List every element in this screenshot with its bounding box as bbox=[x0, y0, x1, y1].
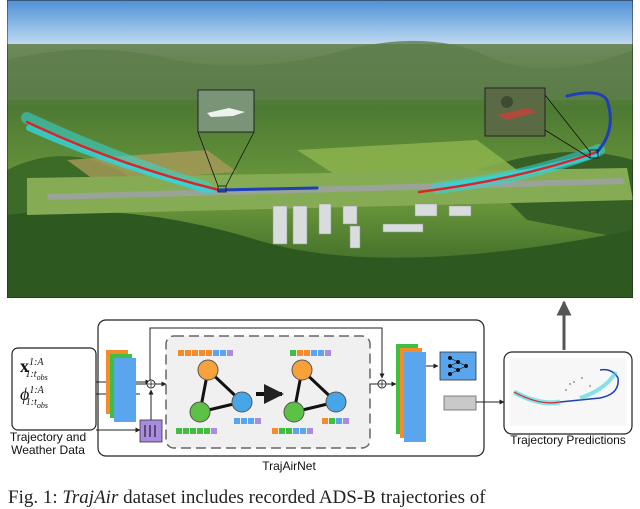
decoder-block bbox=[396, 344, 426, 442]
input-label-line1: Trajectory and bbox=[9, 430, 87, 444]
right-future-trajectory bbox=[565, 91, 612, 154]
model-name-label: TrajAirNet bbox=[262, 459, 316, 473]
node-orange bbox=[197, 359, 219, 381]
node-blue bbox=[231, 391, 253, 413]
caption-prefix: Fig. 1: bbox=[8, 487, 63, 508]
caption-dataset-name: TrajAir bbox=[62, 487, 119, 508]
left-observed-trajectory bbox=[25, 120, 221, 192]
input-x-label: x1:A1:tobs bbox=[20, 356, 48, 382]
x-symbol: x bbox=[20, 356, 29, 376]
node-green bbox=[189, 401, 211, 423]
input-phi-label: ϕ1:A1:tobs bbox=[20, 384, 48, 410]
phi-superscript: 1:A bbox=[29, 385, 44, 396]
zoom-callout-left bbox=[197, 89, 255, 193]
x-superscript: 1:A bbox=[29, 357, 44, 368]
weather-encoder bbox=[139, 419, 163, 443]
input-box bbox=[11, 347, 97, 431]
graph-after bbox=[272, 350, 349, 434]
feature-row-bottom-left bbox=[176, 418, 261, 434]
left-future-trajectory bbox=[217, 186, 319, 192]
right-observed-trajectory bbox=[417, 150, 599, 194]
input-data-label: Trajectory and Weather Data bbox=[2, 431, 94, 457]
phi-subscript-obs: obs bbox=[36, 400, 49, 410]
architecture-diagram bbox=[11, 300, 633, 457]
left-prediction-fan bbox=[21, 112, 319, 194]
output-label: Trajectory Predictions bbox=[510, 433, 626, 447]
right-prediction-fan bbox=[417, 91, 612, 194]
caption-text: dataset includes recorded ADS-B trajecto… bbox=[118, 487, 486, 508]
feature-row-bottom-right bbox=[272, 418, 349, 434]
distant-hills bbox=[7, 40, 633, 100]
phi-subscript: 1:t bbox=[25, 396, 37, 408]
x-subscript-obs: obs bbox=[36, 372, 48, 382]
skip-connection bbox=[149, 327, 385, 380]
feature-row-top-left bbox=[178, 350, 233, 356]
feature-row-top-right bbox=[290, 350, 331, 356]
figure-caption: Fig. 1: TrajAir dataset includes recorde… bbox=[8, 487, 638, 509]
sky bbox=[7, 0, 633, 48]
hangars bbox=[272, 203, 472, 249]
field-green bbox=[297, 140, 517, 176]
predictions-thumbnail bbox=[510, 358, 626, 426]
output-vector bbox=[443, 395, 477, 411]
node-blue-updated bbox=[325, 391, 347, 413]
mlp-block bbox=[439, 351, 477, 381]
phi-symbol: ϕ bbox=[20, 384, 30, 404]
input-label-line2: Weather Data bbox=[11, 443, 85, 457]
graph-before bbox=[176, 350, 261, 434]
zoom-callout-right bbox=[484, 87, 599, 159]
forest-bottom bbox=[7, 210, 633, 298]
node-orange-updated bbox=[291, 359, 313, 381]
aerial-photo bbox=[7, 0, 633, 298]
encoder-block bbox=[106, 350, 136, 422]
node-green-updated bbox=[283, 401, 305, 423]
x-subscript: 1:t bbox=[25, 368, 37, 380]
